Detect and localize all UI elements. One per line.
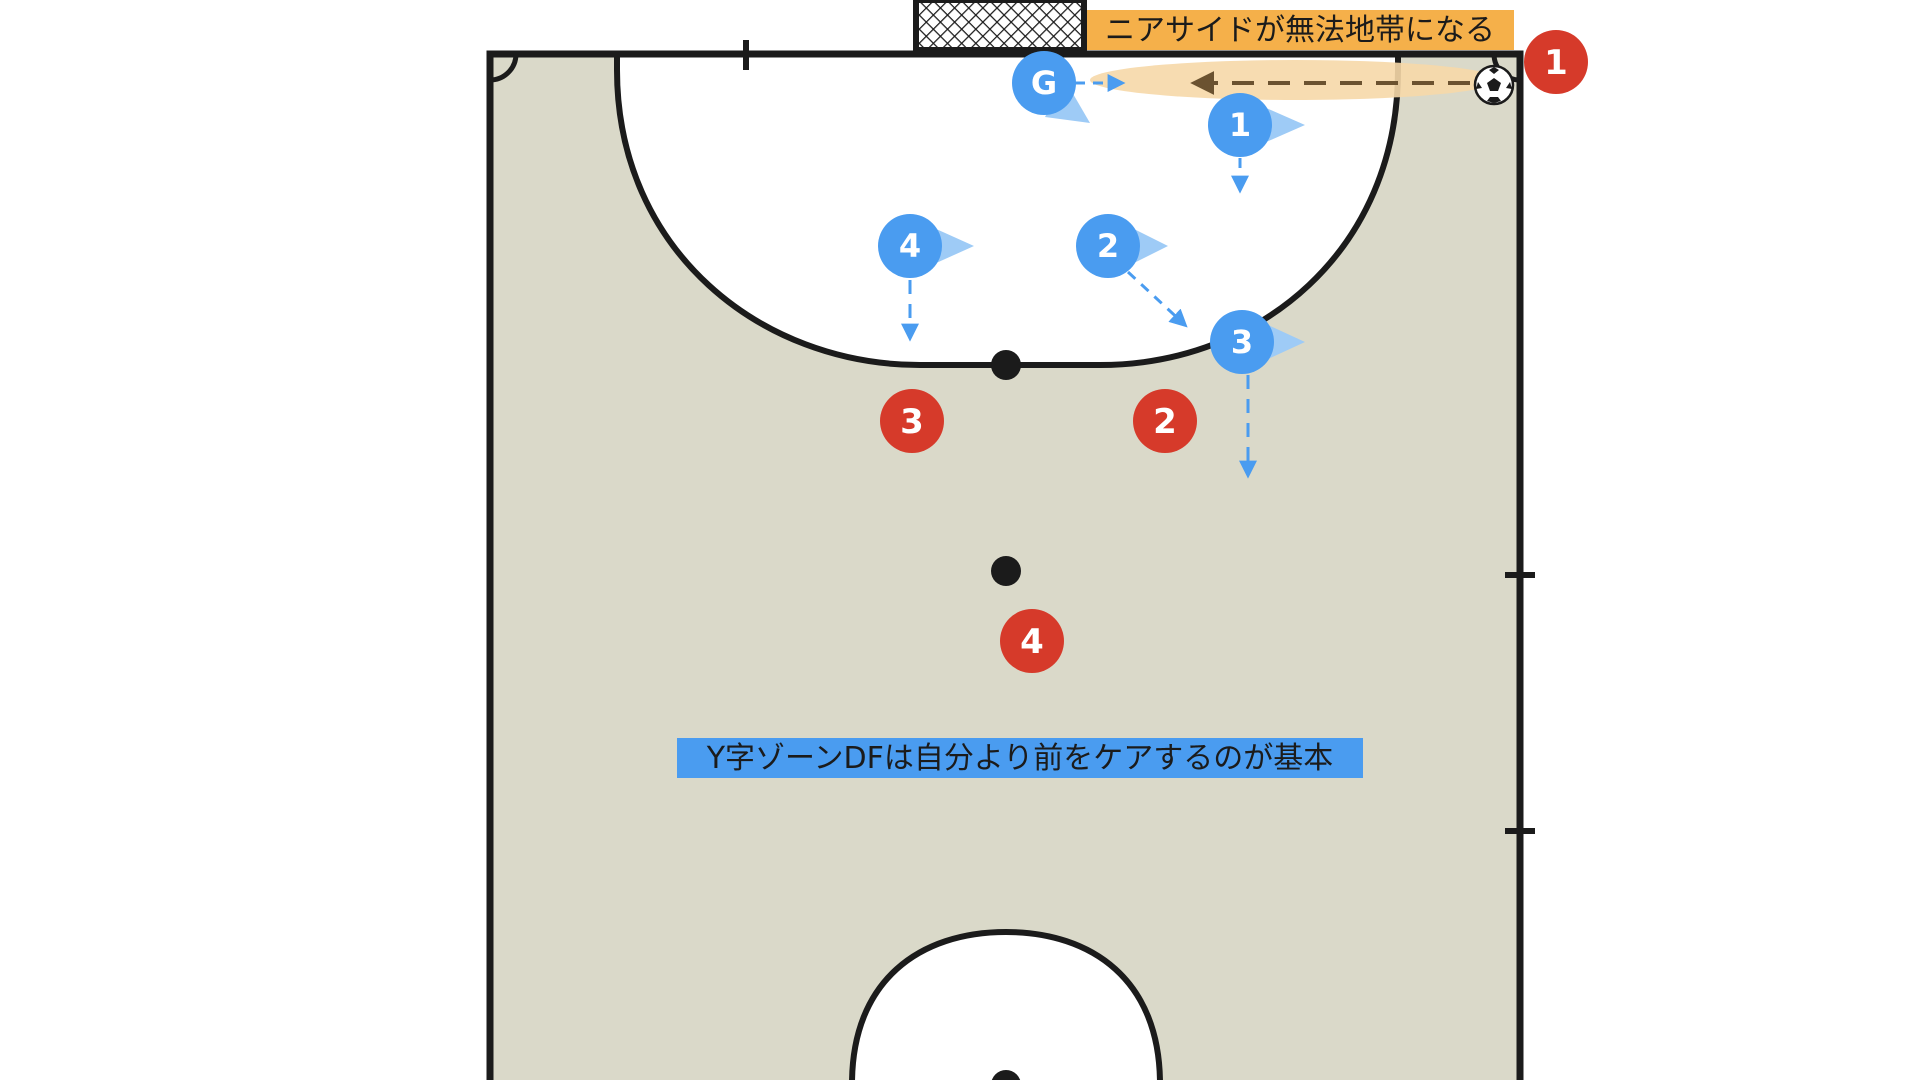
red-player-3-label: 3 bbox=[900, 402, 924, 442]
goal bbox=[913, 0, 1087, 53]
near-side-label-bg bbox=[1087, 10, 1514, 50]
red-player-2-label: 2 bbox=[1153, 402, 1177, 442]
blue-team: G 1 2 3 4 bbox=[878, 51, 1305, 374]
red-player-4: 4 bbox=[1000, 609, 1064, 673]
near-side-callout: ニアサイドが無法地帯になる bbox=[1087, 10, 1514, 50]
red-player-1-label: 1 bbox=[1544, 43, 1568, 83]
zone-df-label-bg bbox=[677, 738, 1363, 778]
blue-goalkeeper: G bbox=[1012, 51, 1090, 123]
movement-arrows bbox=[901, 71, 1470, 479]
soccer-ball-icon bbox=[1473, 64, 1515, 106]
red-team: 1 2 3 4 bbox=[880, 30, 1588, 673]
penalty-spot bbox=[991, 350, 1021, 380]
blue-player-3: 3 bbox=[1210, 310, 1305, 374]
red-player-4-label: 4 bbox=[1020, 622, 1044, 662]
blue-player-4: 4 bbox=[878, 214, 974, 278]
blue-2-arrow bbox=[1126, 270, 1188, 328]
blue-goalkeeper-label: G bbox=[1031, 64, 1057, 102]
goal-net bbox=[913, 0, 1087, 53]
blue-player-2: 2 bbox=[1076, 214, 1168, 278]
court bbox=[486, 40, 1535, 1084]
blue-player-1: 1 bbox=[1208, 93, 1305, 157]
zone-df-label: Y字ゾーンDFは自分より前をケアするのが基本 bbox=[706, 741, 1334, 776]
blue-player-1-label: 1 bbox=[1229, 106, 1251, 144]
blue-player-2-label: 2 bbox=[1097, 227, 1119, 265]
zone-df-callout: Y字ゾーンDFは自分より前をケアするのが基本 bbox=[677, 738, 1363, 778]
second-penalty-spot bbox=[991, 556, 1021, 586]
near-side-label: ニアサイドが無法地帯になる bbox=[1105, 13, 1495, 48]
center-circle bbox=[848, 928, 1164, 1084]
near-side-zone-highlight bbox=[1090, 60, 1500, 100]
red-player-1: 1 bbox=[1524, 30, 1588, 94]
corner-arc-left bbox=[489, 53, 519, 83]
penalty-area bbox=[614, 51, 1401, 368]
court-boundary bbox=[486, 50, 1524, 1084]
blue-player-4-label: 4 bbox=[899, 227, 921, 265]
blue-player-3-label: 3 bbox=[1231, 323, 1253, 361]
red-player-3: 3 bbox=[880, 389, 944, 453]
red-player-2: 2 bbox=[1133, 389, 1197, 453]
